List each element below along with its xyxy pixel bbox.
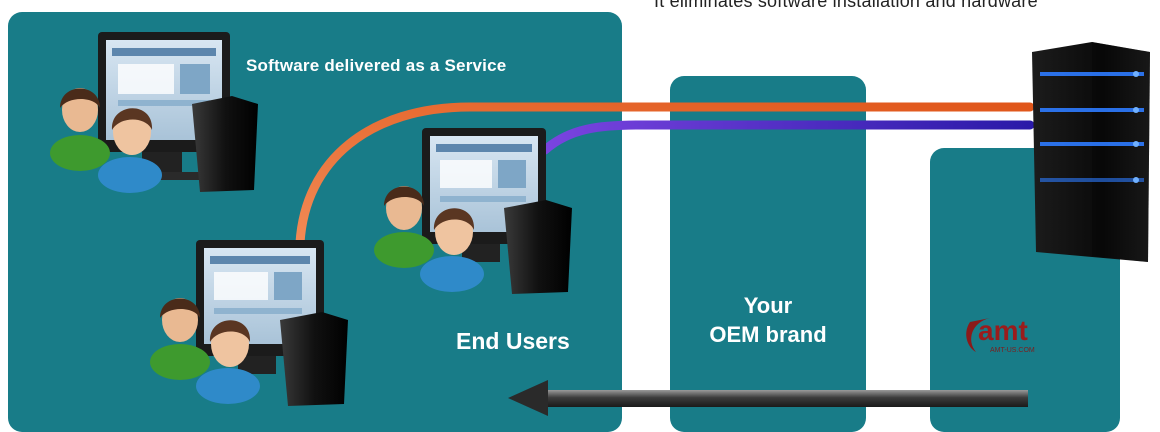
oem-label-line1: Your: [743, 293, 793, 318]
workstation-2: [374, 128, 572, 294]
users-icon: [374, 186, 484, 292]
service-line-purple: [540, 120, 1035, 155]
svg-text:AMT-US.COM: AMT-US.COM: [990, 347, 1035, 354]
pc-tower: [504, 200, 572, 294]
service-label: Software delivered as a Service: [246, 56, 507, 75]
pc-tower: [192, 96, 258, 192]
pc-tower: [280, 312, 348, 406]
amt-logo: amt AMT-US.COM: [966, 315, 1035, 354]
end-users-label: End Users: [456, 328, 570, 354]
oem-label-line2: OEM brand: [709, 321, 827, 347]
service-line-orange: [295, 102, 1035, 248]
users-icon: [150, 298, 260, 404]
server-icon: [1032, 42, 1150, 262]
oem-brand-label: Your OEM brand: [676, 292, 860, 349]
return-arrow: [508, 380, 1028, 416]
top-caption: It eliminates software installation and …: [654, 0, 1038, 11]
oem-brand-panel: [670, 76, 866, 432]
connection-lines: [232, 85, 1035, 248]
workstation-1: [50, 32, 258, 193]
workstation-3: [150, 240, 348, 406]
svg-text:amt: amt: [978, 315, 1028, 346]
users-icon: [50, 88, 162, 193]
